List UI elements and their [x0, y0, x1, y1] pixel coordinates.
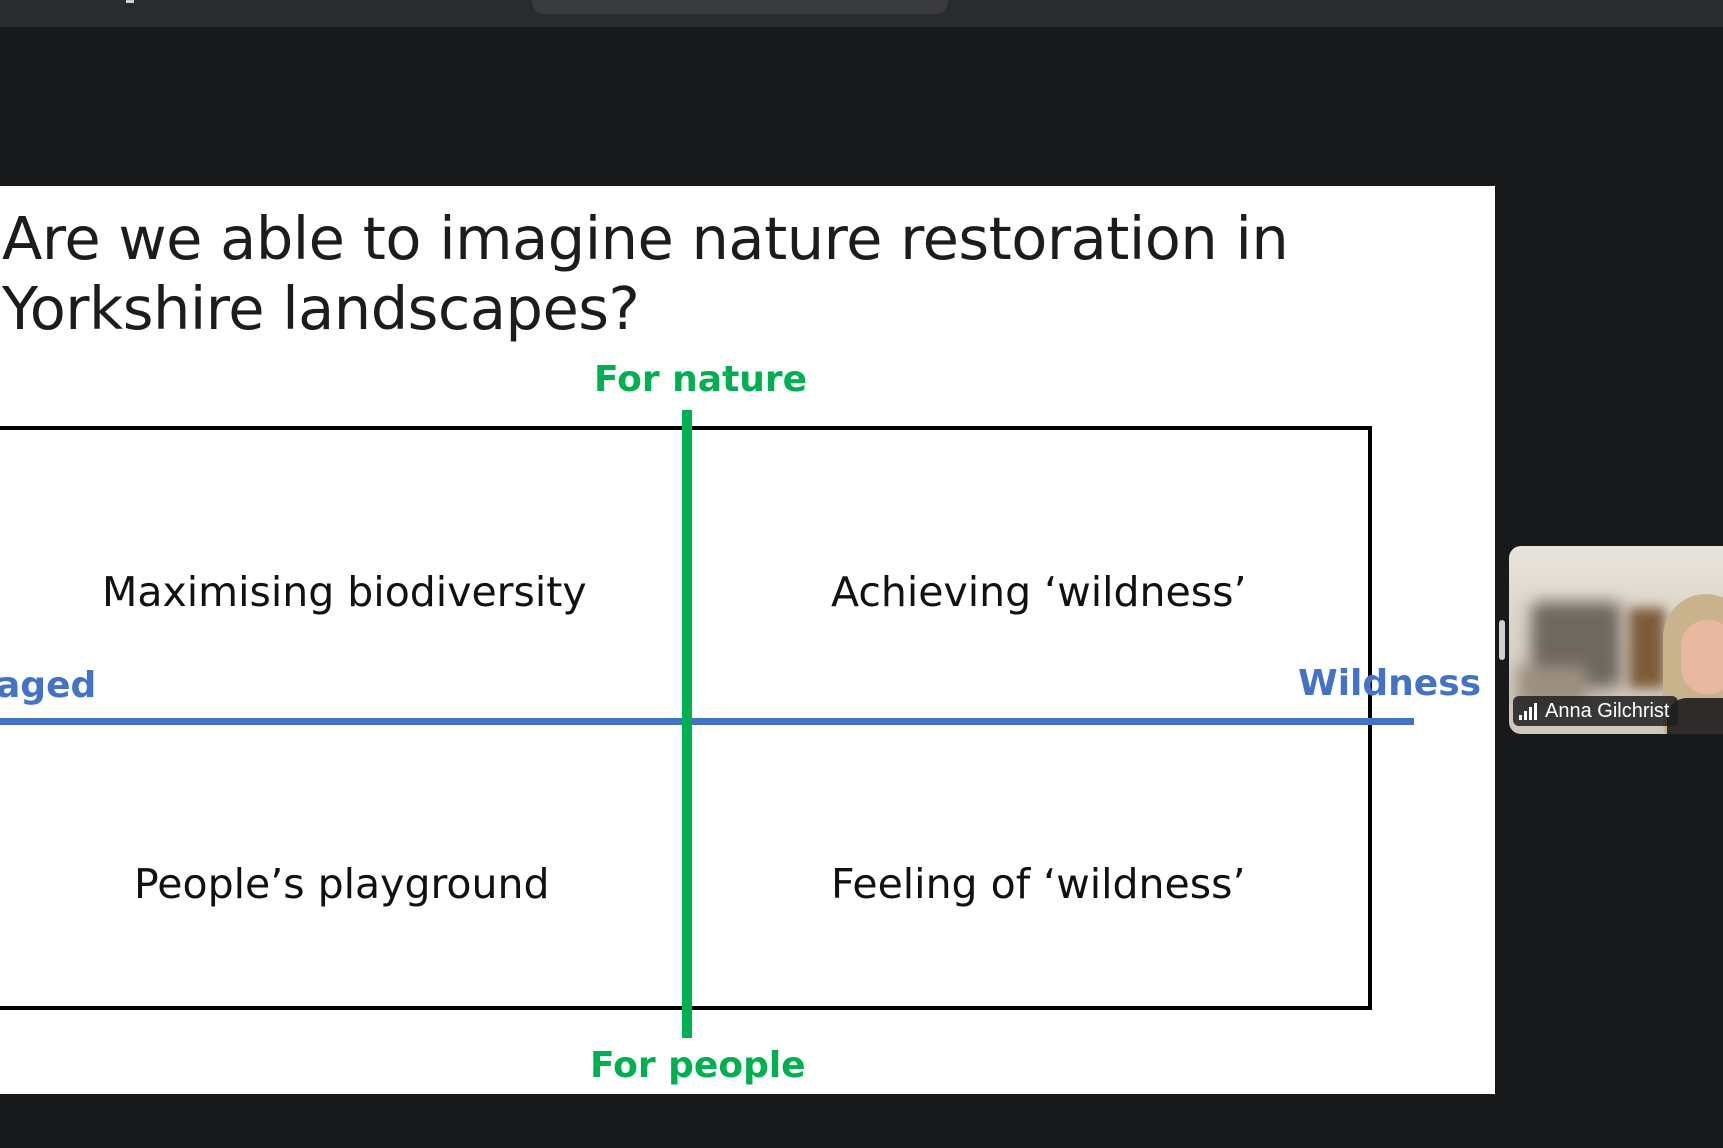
slide-title-line-1: Are we able to imagine nature restoratio…: [2, 204, 1289, 273]
axis-label-right: Wildness: [1298, 663, 1482, 704]
shared-slide: Are we able to imagine nature restoratio…: [0, 186, 1495, 1094]
signal-bars-icon: [1519, 702, 1537, 720]
background-blur: [1629, 608, 1665, 688]
top-toolbar: [0, 0, 1723, 27]
vertical-axis: [682, 410, 692, 1038]
quadrant-top-left: Maximising biodiversity: [102, 568, 587, 616]
axis-label-left: aged: [0, 665, 97, 706]
quadrant-bottom-left: People’s playground: [134, 860, 550, 908]
resize-handle[interactable]: [1499, 620, 1505, 660]
meeting-controls-pill[interactable]: [532, 0, 948, 14]
toolbar-item[interactable]: [126, 0, 134, 3]
participant-name: Anna Gilchrist: [1545, 699, 1670, 722]
slide-title-line-2: Yorkshire landscapes?: [2, 274, 640, 343]
quadrant-bottom-right: Feeling of ‘wildness’: [831, 860, 1246, 908]
quadrant-top-right: Achieving ‘wildness’: [831, 568, 1247, 616]
axis-label-bottom: For people: [590, 1045, 806, 1086]
participant-name-tag: Anna Gilchrist: [1513, 696, 1678, 726]
slide-title: Are we able to imagine nature restoratio…: [2, 204, 1402, 344]
axis-label-top: For nature: [594, 359, 808, 400]
horizontal-axis: [0, 718, 1414, 725]
participant-video-tile[interactable]: Anna Gilchrist: [1509, 546, 1723, 734]
